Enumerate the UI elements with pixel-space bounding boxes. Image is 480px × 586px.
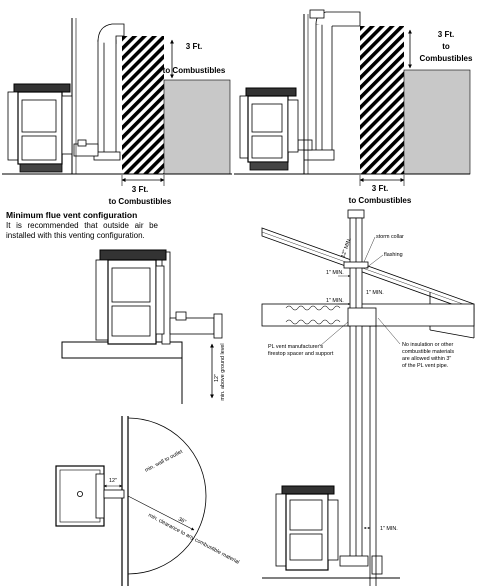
label-min-1: 1" MIN.	[326, 298, 344, 304]
pellet-stove-top	[55, 465, 125, 527]
label-min-1: 1" MIN.	[326, 270, 344, 276]
label-ground-12: 12"	[214, 374, 220, 382]
label-combustibles: Combustibles	[420, 54, 473, 63]
label-min-1: 1" MIN.	[380, 526, 398, 532]
dim-line-diagonal	[127, 495, 195, 531]
label-above-ground: min. above ground level	[220, 343, 226, 400]
label-3ft: 3 Ft.	[132, 185, 148, 194]
panel-through-roof: 12" MIN. storm collar flashing 1" MIN. 1…	[261, 209, 475, 586]
caption-title: Minimum flue vent configuration	[6, 210, 138, 220]
vent-pipe	[169, 311, 223, 339]
label-dim-36: 36"	[177, 516, 187, 525]
label-3ft: 3 Ft.	[438, 30, 454, 39]
clearance-arc	[127, 417, 207, 575]
wall-hatched	[360, 26, 404, 174]
vent-pipe	[339, 209, 383, 575]
panel-top-view: 12" min. wall to outlet 36" min. clearan…	[55, 416, 240, 586]
wall-hatched	[122, 36, 164, 174]
combustible-wall	[403, 69, 471, 175]
label-dim-12: 12"	[109, 478, 117, 484]
label-to-combustibles: to Combustibles	[109, 197, 172, 206]
vent-pipe	[297, 9, 361, 161]
label-clearance-combustible: min. clearance to any combustible materi…	[147, 512, 240, 565]
label-storm-collar: storm collar	[376, 234, 404, 240]
caption-body: It is recommended that outside air be in…	[6, 221, 158, 240]
label-to-combustibles: to Combustibles	[163, 66, 226, 75]
pellet-stove	[95, 249, 167, 345]
pellet-stove	[275, 485, 339, 571]
insulation	[285, 305, 341, 325]
label-no-insulation: No insulation or other combustible mater…	[402, 342, 456, 369]
panel-rear-vent-left: 3 Ft. to Combustibles 3 Ft. to Combustib…	[2, 18, 232, 206]
vent-pipe	[73, 23, 125, 161]
label-wall-to-outlet: min. wall to outlet	[144, 449, 184, 474]
panel-rear-vent-right: 3 Ft. to Combustibles 3 Ft. to Combustib…	[234, 9, 473, 205]
label-firestop: PL vent manufacturer's firestop spacer a…	[268, 344, 334, 357]
panel-minimum-flue: 12" min. above ground level	[61, 249, 226, 404]
label-flashing: flashing	[384, 252, 403, 258]
label-3ft: 3 Ft.	[372, 184, 388, 193]
label-to: to	[442, 42, 450, 51]
label-min-1: 1" MIN.	[366, 290, 384, 296]
pellet-stove	[7, 83, 73, 173]
label-to-combustibles: to Combustibles	[349, 196, 412, 205]
combustible-wall	[163, 79, 231, 175]
label-3ft: 3 Ft.	[186, 42, 202, 51]
pellet-stove	[239, 87, 299, 171]
